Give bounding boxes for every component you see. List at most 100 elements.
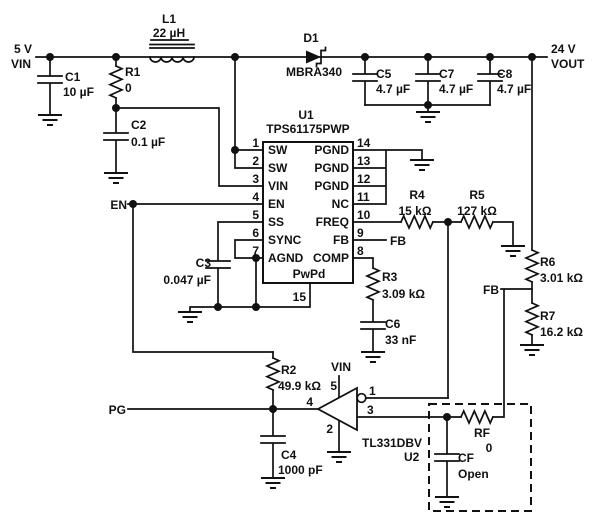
u1-pin9-num: 9 <box>357 226 364 240</box>
label-c1-ref: C1 <box>65 70 81 84</box>
label-l1-value: 22 µH <box>153 26 185 40</box>
u1-pin13-name: PGND <box>314 161 349 175</box>
u1-pin5-num: 5 <box>252 208 259 222</box>
net-sync-agnd <box>234 239 264 308</box>
gnd-u2 <box>326 451 352 463</box>
net-comp <box>352 257 386 353</box>
u1-pin3-num: 3 <box>252 172 259 186</box>
label-d1-part: MBRA340 <box>286 65 342 79</box>
u1-pin1-num: 1 <box>252 136 259 150</box>
inductor-l1 <box>149 39 195 63</box>
u2-pin4-num: 4 <box>306 395 313 409</box>
label-c4-value: 1000 pF <box>278 463 323 477</box>
u1-pad-num: 15 <box>293 290 307 304</box>
label-r4-ref: R4 <box>409 188 425 202</box>
u2-pin1-num: 1 <box>369 384 376 398</box>
label-c6-ref: C6 <box>385 317 401 331</box>
label-c2-value: 0.1 µF <box>131 135 165 149</box>
res-r6 <box>523 248 541 284</box>
u1-pin14-num: 14 <box>357 136 371 150</box>
u1-pin7-num: 7 <box>252 244 259 258</box>
gnd-r7 <box>519 344 545 356</box>
u1-pin4-num: 4 <box>252 190 259 204</box>
res-r2 <box>264 356 282 392</box>
junction-dots <box>46 53 536 421</box>
u1-pin11-num: 11 <box>357 190 370 204</box>
cap-c2 <box>103 107 129 174</box>
label-output-voltage: 24 V <box>551 42 576 56</box>
label-c4-ref: C4 <box>281 448 297 462</box>
label-c5-value: 4.7 µF <box>376 82 410 96</box>
comparator-u2: VIN 5 1 3 2 4 TL331DBV U2 <box>306 360 422 464</box>
l1-coil <box>149 56 195 63</box>
label-pg-net: PG <box>109 403 126 417</box>
u1-pin8-name: COMP <box>313 251 349 265</box>
u2-pin3-num: 3 <box>367 403 374 417</box>
res-r1 <box>107 64 125 100</box>
label-input-voltage: 5 V <box>14 42 32 56</box>
net-en <box>127 203 274 353</box>
net-u2-pins <box>338 375 449 453</box>
label-c1-value: 10 µF <box>63 85 94 99</box>
u1-pin6-num: 6 <box>252 226 259 240</box>
u2-inverting-bubble <box>356 392 367 404</box>
u1-body <box>262 141 354 284</box>
gnd-c4 <box>260 477 286 489</box>
u1-pin6-name: SYNC <box>268 233 302 247</box>
label-cf-value: Open <box>458 467 489 481</box>
u1-pin8-num: 8 <box>357 244 364 258</box>
label-r5-value: 127 kΩ <box>457 204 497 218</box>
label-r7-ref: R7 <box>540 309 556 323</box>
res-r5 <box>459 213 495 231</box>
label-r1-value: 0 <box>125 81 132 95</box>
diode-d1 <box>306 46 327 68</box>
net-pgnd <box>352 149 423 205</box>
res-r7 <box>523 301 541 337</box>
optional-feedback-dashed-box <box>428 403 532 512</box>
label-output-net: VOUT <box>551 57 585 71</box>
gnd-cf <box>434 496 460 508</box>
u1-pin10-num: 10 <box>357 208 371 222</box>
label-input-net: VIN <box>11 57 31 71</box>
net-labels: 5 V VIN 24 V VOUT EN PG FB FB <box>11 42 585 417</box>
label-r2-ref: R2 <box>281 363 297 377</box>
u1-ref: U1 <box>298 108 314 122</box>
gnd-outcaps <box>415 111 441 123</box>
u1-pin12-name: PGND <box>314 179 349 193</box>
gnd-agnd <box>177 311 203 323</box>
d1-anode-triangle <box>306 50 321 64</box>
net-vin-to-pin3 <box>115 107 264 187</box>
component-labels: L1 22 µH D1 MBRA340 C1 10 µF C2 0.1 µF C… <box>63 12 583 481</box>
gnd-pgnd <box>409 159 435 171</box>
label-c6-value: 33 nF <box>385 333 416 347</box>
label-cf-ref: CF <box>458 451 474 465</box>
label-c7-ref: C7 <box>439 67 455 81</box>
label-r3-value: 3.09 kΩ <box>382 287 425 301</box>
cap-c1 <box>37 56 63 116</box>
gnd-r5 <box>500 245 526 257</box>
res-r4 <box>399 213 435 231</box>
u2-supply-label: VIN <box>331 360 351 374</box>
u1-pin1-name: SW <box>268 143 288 157</box>
label-fb-net-pin9: FB <box>390 234 406 248</box>
label-en-net: EN <box>110 198 127 212</box>
label-l1-ref: L1 <box>162 12 176 26</box>
u1-part: TPS61175PWP <box>266 122 349 136</box>
gnd-c2 <box>103 172 129 184</box>
u1-pin5-name: SS <box>268 215 284 229</box>
u1-pin11-name: NC <box>332 197 350 211</box>
res-rf <box>459 408 495 426</box>
label-r4-value: 15 kΩ <box>399 204 432 218</box>
l1-core-bars <box>149 43 195 49</box>
label-c5-ref: C5 <box>376 67 392 81</box>
cap-c7 <box>415 56 441 106</box>
label-r6-value: 3.01 kΩ <box>540 271 583 285</box>
u1-pin7-name: AGND <box>268 251 304 265</box>
u2-part: TL331DBV <box>362 436 422 450</box>
label-c3-value: 0.047 µF <box>163 273 211 287</box>
resistors <box>107 64 541 426</box>
net-sw <box>234 56 264 169</box>
u1-pad-name: PwPd <box>293 267 326 281</box>
